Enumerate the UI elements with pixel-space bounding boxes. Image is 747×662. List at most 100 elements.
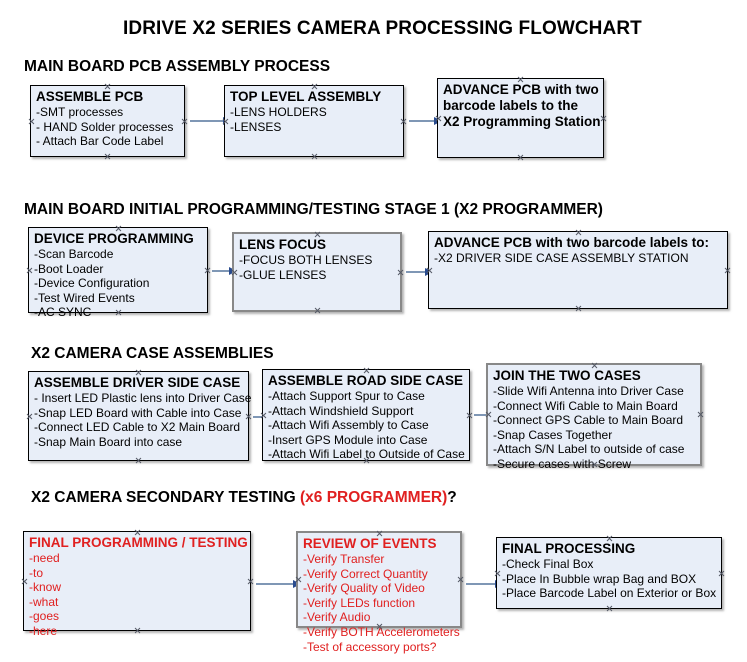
box-line: -X2 DRIVER SIDE CASE ASSEMBLY STATION [434,251,689,265]
connector-handle-right[interactable] [400,118,407,125]
flow-box-assemble-pcb[interactable]: ASSEMBLE PCB -SMT processes - HAND Solde… [30,85,185,157]
arrow-top-level-assembly-to-advance-pcb [409,116,442,125]
box-line: -Verify LEDs function [303,595,416,610]
box-line: -AC SYNC [34,305,92,320]
box-line: -LENS HOLDERS [230,105,327,119]
connector-handle-right[interactable] [697,411,704,418]
box-line: -Connect Wifi Cable to Main Board [493,398,678,413]
flow-box-assemble-driver-side-case[interactable]: ASSEMBLE DRIVER SIDE CASE - Insert LED P… [26,371,252,464]
arrow-final-programming-to-review-of-events [256,579,301,588]
box-line: -Secure cases with Screw [493,456,632,471]
arrow-review-of-events-to-final-processing [466,579,503,588]
connector-handle-right[interactable] [245,413,252,420]
connector-handle-left[interactable] [26,267,33,274]
box-line: - Insert LED Plastic lens into Driver Ca… [34,391,252,405]
connector-handle-bottom[interactable] [606,605,613,612]
section-heading-main-board-initial-programming: MAIN BOARD INITIAL PROGRAMMING/TESTING S… [24,201,603,218]
box-line: -need [29,551,60,565]
connector-handle-left[interactable] [26,413,33,420]
box-line: -goes [29,609,60,624]
box-line: -Scan Barcode [34,247,114,261]
box-line: -Attach Support Spur to Case [268,389,425,403]
arrow-assemble-pcb-to-top-level-assembly [190,116,231,125]
box-line: -GLUE LENSES [239,267,327,282]
section-heading-x2-camera-secondary-testing: X2 CAMERA SECONDARY TESTING (x6 PROGRAMM… [31,489,457,507]
box-line: -Insert GPS Module into Case [268,432,428,447]
flow-box-advance-pcb-driver-side-case[interactable]: ADVANCE PCB with two barcode labels to: … [428,231,728,309]
connector-handle-left[interactable] [21,578,28,585]
connector-handle-right[interactable] [247,578,254,585]
connector-handle-bottom[interactable] [135,457,142,464]
flow-box-lens-focus[interactable]: LENS FOCUS -FOCUS BOTH LENSES -GLUE LENS… [232,232,402,312]
box-line: -Verify Audio [303,610,371,625]
connector-handle-right[interactable] [600,115,607,122]
box-title: ADVANCE PCB with two barcode labels to: [434,235,710,250]
flow-box-device-programming[interactable]: DEVICE PROGRAMMING -Scan Barcode -Boot L… [26,227,211,319]
arrow-lens-focus-to-advance-pcb [406,267,433,276]
box-line: -Check Final Box [502,557,594,571]
connector-handle-right[interactable] [466,412,473,419]
connector-handle-right[interactable] [204,267,211,274]
box-line: -Attach S/N Label to outside of case [493,442,685,457]
box-line: -FOCUS BOTH LENSES [239,253,373,267]
box-title: JOIN THE TWO CASES [493,368,641,383]
connector-handle-bottom[interactable] [104,153,111,160]
box-line: -what [29,594,59,609]
box-title: DEVICE PROGRAMMING [34,231,194,246]
box-line: -here [29,623,58,638]
flow-box-assemble-road-side-case[interactable]: ASSEMBLE ROAD SIDE CASE -Attach Support … [262,369,470,461]
box-line: -Verify Transfer [303,552,385,566]
connector-handle-left[interactable] [295,576,302,583]
connector-handle-bottom[interactable] [314,307,321,314]
box-line: -Verify Quality of Video [303,581,425,596]
flow-box-final-programming-testing[interactable]: FINAL PROGRAMMING / TESTING -need -to -k… [21,531,254,638]
box-line: -Place Barcode Label on Exterior or Box [502,586,717,601]
box-title: ASSEMBLE PCB [36,89,144,104]
connector-handle-bottom[interactable] [575,305,582,312]
box-line: -Attach Windshield Support [268,403,414,418]
flow-box-join-the-two-cases[interactable]: JOIN THE TWO CASES -Slide Wifi Antenna i… [485,363,704,471]
box-line: -Attach Wifi Assembly to Case [268,418,429,433]
box-line: -Verify Correct Quantity [303,566,428,581]
section-heading-x2-camera-case-assemblies: X2 CAMERA CASE ASSEMBLIES [31,345,274,362]
box-line: -Attach Wifi Label to Outside of Case [268,447,465,462]
connector-handle-right[interactable] [181,118,188,125]
flow-box-advance-pcb-programming-station[interactable]: ADVANCE PCB with two barcode labels to t… [437,78,604,158]
arrow-device-programming-to-lens-focus [212,266,237,275]
box-line: -Snap LED Board with Cable into Case [34,405,242,420]
flow-box-review-of-events[interactable]: REVIEW OF EVENTS -Verify Transfer -Verif… [295,531,464,654]
box-title: ADVANCE PCB with two [443,82,599,97]
flow-box-top-level-assembly[interactable]: TOP LEVEL ASSEMBLY -LENS HOLDERS -LENSES [224,85,404,157]
connector-handle-right[interactable] [718,570,725,577]
connector-handle-right[interactable] [457,576,464,583]
box-line: -Place In Bubble wrap Bag and BOX [502,571,697,586]
box-line: - Attach Bar Code Label [36,134,164,149]
box-line: -Connect LED Cable to X2 Main Board [34,420,241,435]
box-line-overflow: -Test of accessory ports? [303,639,437,654]
box-line: -Device Configuration [34,276,150,291]
box-line: -Connect GPS Cable to Main Board [493,413,684,428]
box-line: -Test Wired Events [34,290,135,305]
connector-handle-left[interactable] [494,570,501,577]
connector-handle-left[interactable] [485,411,492,418]
connector-handle-left[interactable] [231,269,238,276]
connector-handle-right[interactable] [724,267,731,274]
flow-box-final-processing[interactable]: FINAL PROCESSING -Check Final Box -Place… [496,537,722,609]
box-title: REVIEW OF EVENTS [303,536,437,551]
box-line: - HAND Solder processes [36,119,174,134]
connector-handle-bottom[interactable] [311,153,318,160]
box-line: -Snap Main Board into case [34,434,183,449]
box-title: LENS FOCUS [239,237,327,252]
box-line: -know [29,580,62,595]
box-title: TOP LEVEL ASSEMBLY [230,89,382,104]
box-title: ASSEMBLE DRIVER SIDE CASE [34,375,241,390]
connector-handle-left[interactable] [28,118,35,125]
box-line: barcode labels to the [443,98,579,113]
section-heading-text: X2 CAMERA SECONDARY TESTING [31,489,300,506]
connector-handle-right[interactable] [397,269,404,276]
section-heading-black-tail: ? [447,489,457,506]
section-heading-red-suffix: (x6 PROGRAMMER) [300,489,448,506]
connector-handle-bottom[interactable] [517,154,524,161]
box-line: -to [29,565,44,580]
